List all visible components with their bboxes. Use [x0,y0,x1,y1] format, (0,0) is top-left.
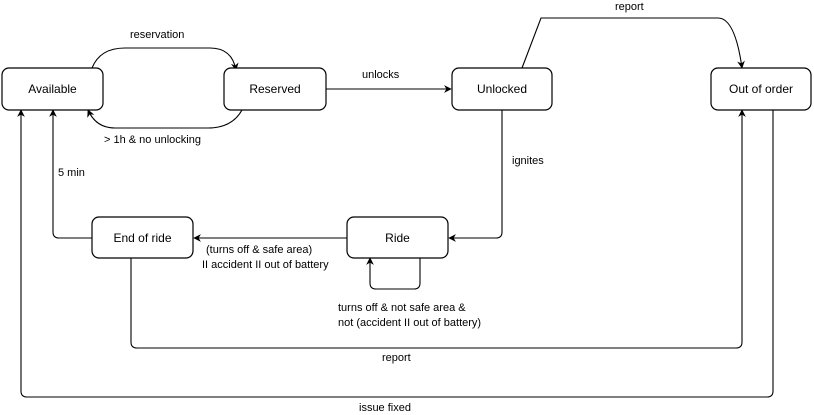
state-ride[interactable]: Ride [346,216,449,259]
state-available-label: Available [28,82,77,96]
label-issue-fixed: issue fixed [359,402,411,414]
state-ride-label: Ride [385,231,410,245]
state-reserved[interactable]: Reserved [223,67,327,111]
edge-reservation [91,47,239,71]
state-end-of-ride-label: End of ride [113,231,171,245]
label-report-top: report [615,1,644,13]
edge-ride-loop [366,257,421,290]
label-ride-loop-line1: turns off & not safe area & [338,302,466,314]
label-ride-end-line2: II accident II out of battery [202,259,329,271]
state-available[interactable]: Available [1,67,104,111]
label-ride-loop-line2: not (accident II out of battery) [338,317,481,329]
label-ride-end-line1: (turns off & safe area) [206,244,312,256]
edge-issue-fixed [17,109,774,398]
state-unlocked-label: Unlocked [477,82,527,96]
state-out-of-order-label: Out of order [729,82,793,96]
label-report-bottom: report [382,352,411,364]
state-reserved-label: Reserved [249,82,300,96]
edge-five-min [49,109,92,239]
label-ignites: ignites [512,155,544,167]
state-end-of-ride[interactable]: End of ride [91,216,194,259]
edge-no-unlocking [87,109,243,129]
label-five-min: 5 min [58,167,85,179]
state-out-of-order[interactable]: Out of order [710,67,812,111]
label-no-unlocking: > 1h & no unlocking [104,134,201,146]
edge-report-bottom [130,109,746,349]
label-reservation: reservation [130,29,184,41]
edge-report-top [521,17,745,69]
label-unlocks: unlocks [362,69,400,81]
edge-ignites [448,110,503,242]
state-unlocked[interactable]: Unlocked [451,67,553,111]
